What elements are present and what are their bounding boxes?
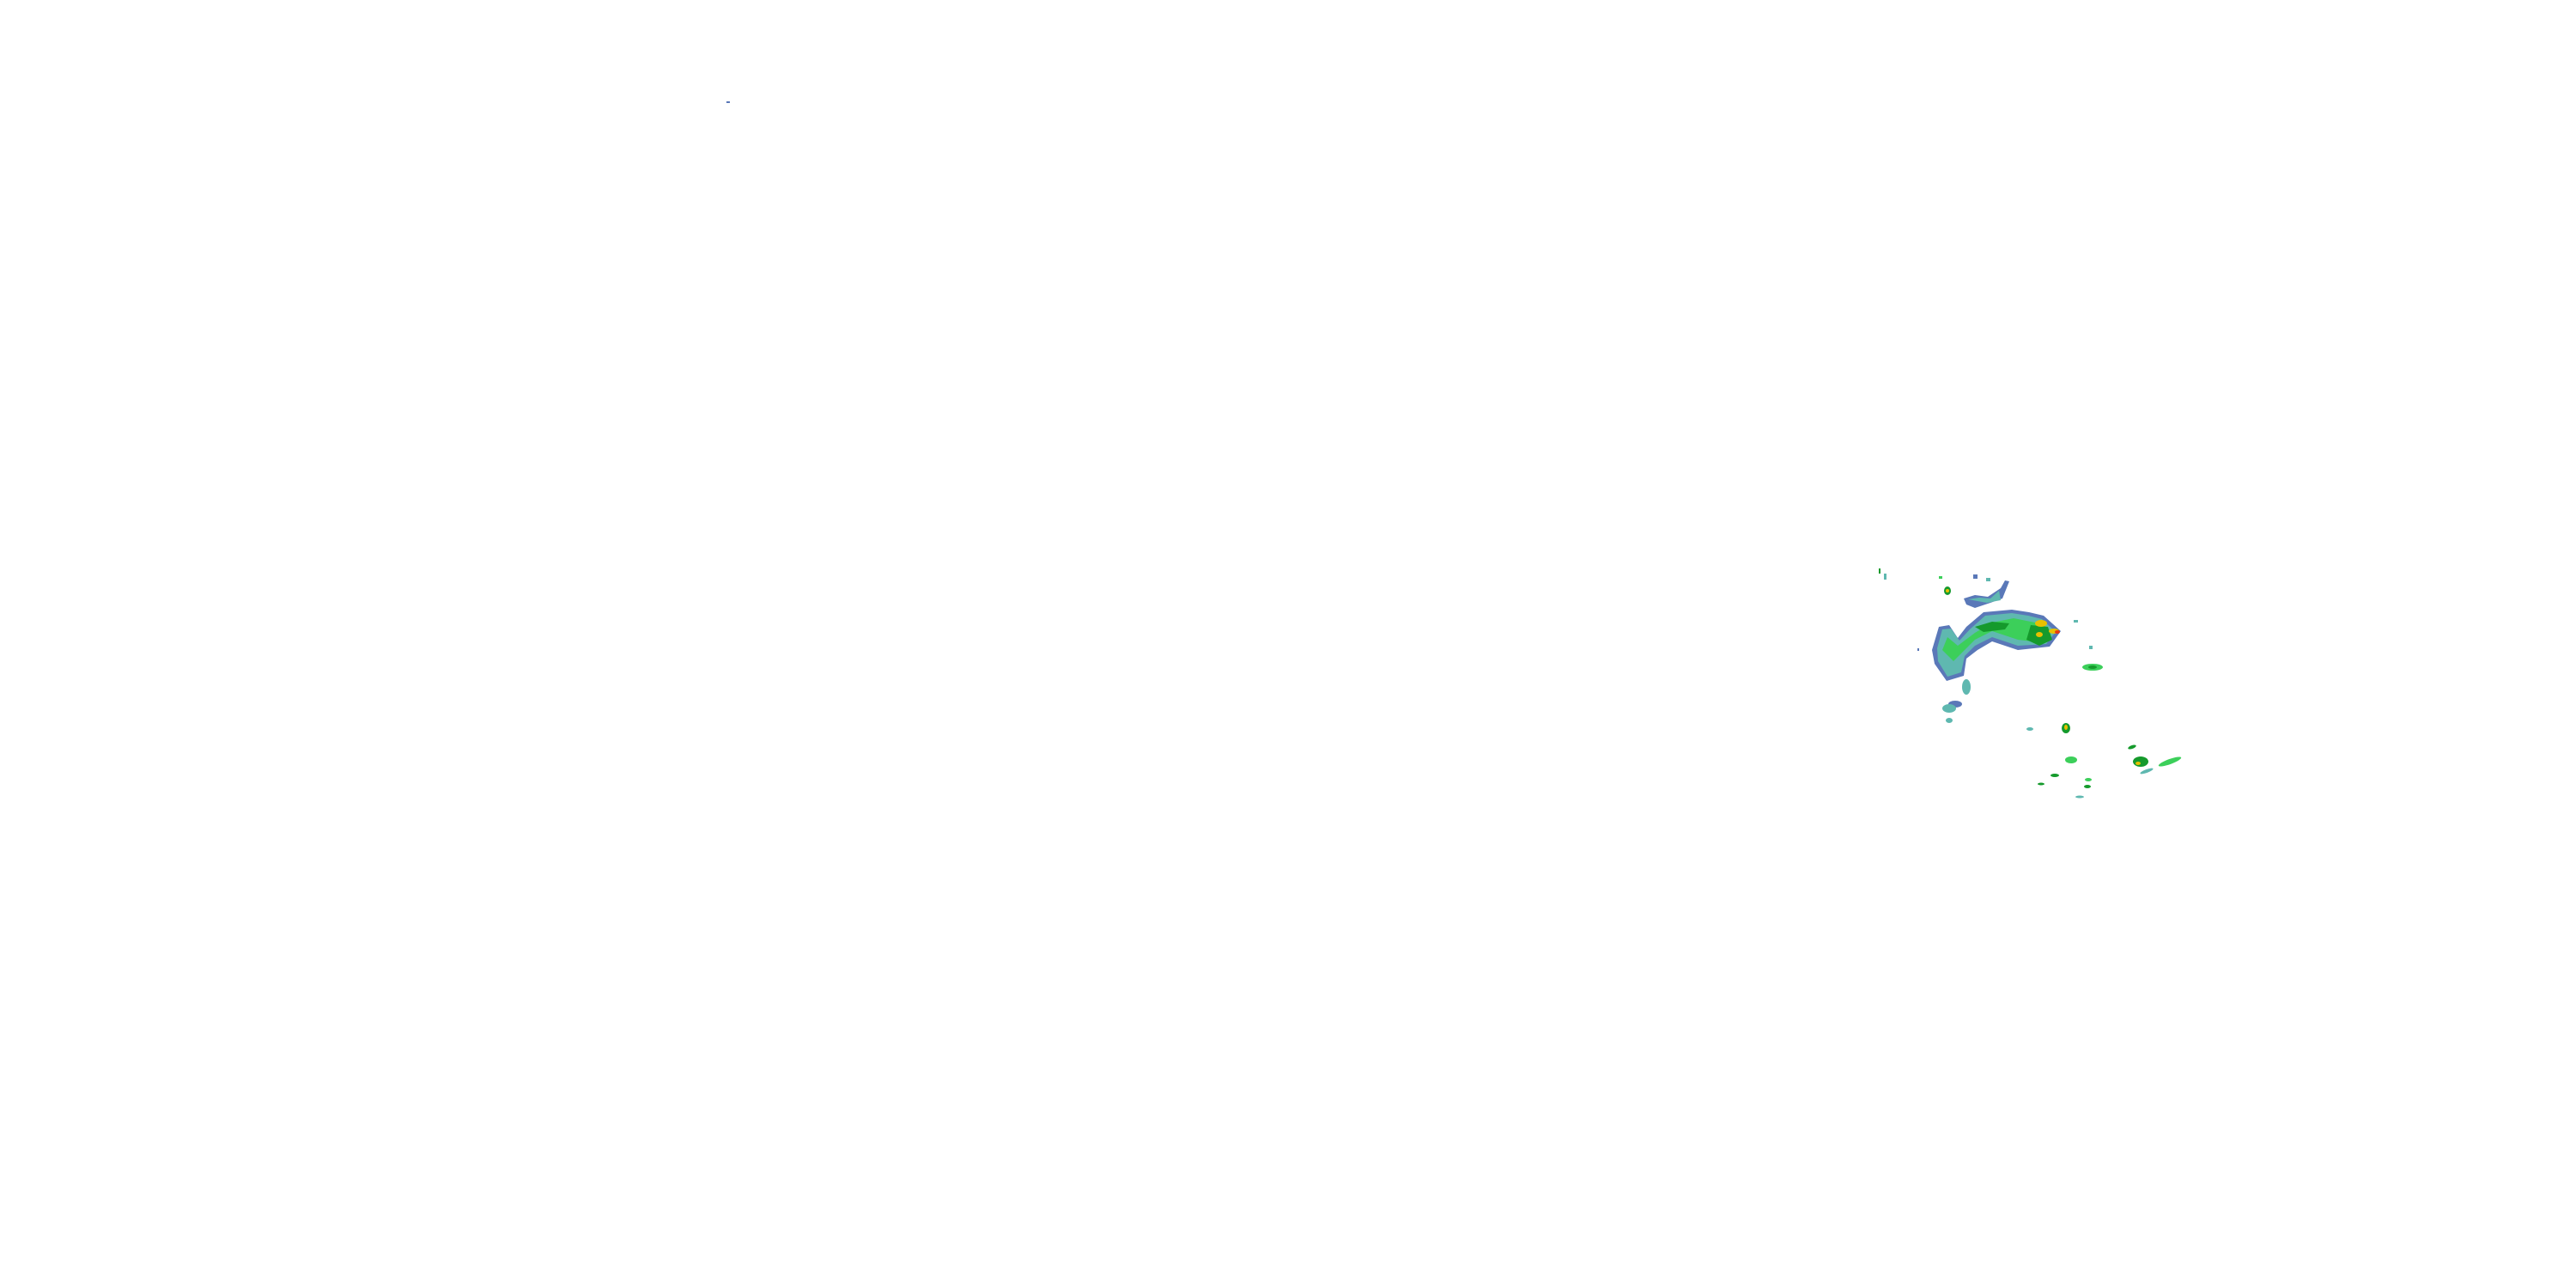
cell-yellow-1 — [2035, 620, 2047, 627]
band-heavy-streak — [1975, 622, 2009, 632]
cell-red-1 — [2055, 630, 2060, 634]
scattered-cells — [1879, 568, 2182, 799]
main-precip-band — [1932, 610, 2061, 681]
band-moderate-layer — [1942, 618, 2048, 661]
northern-fragments — [1964, 574, 2009, 608]
speck-northwest — [726, 101, 730, 103]
cell-yellow-2 — [2036, 632, 2043, 637]
